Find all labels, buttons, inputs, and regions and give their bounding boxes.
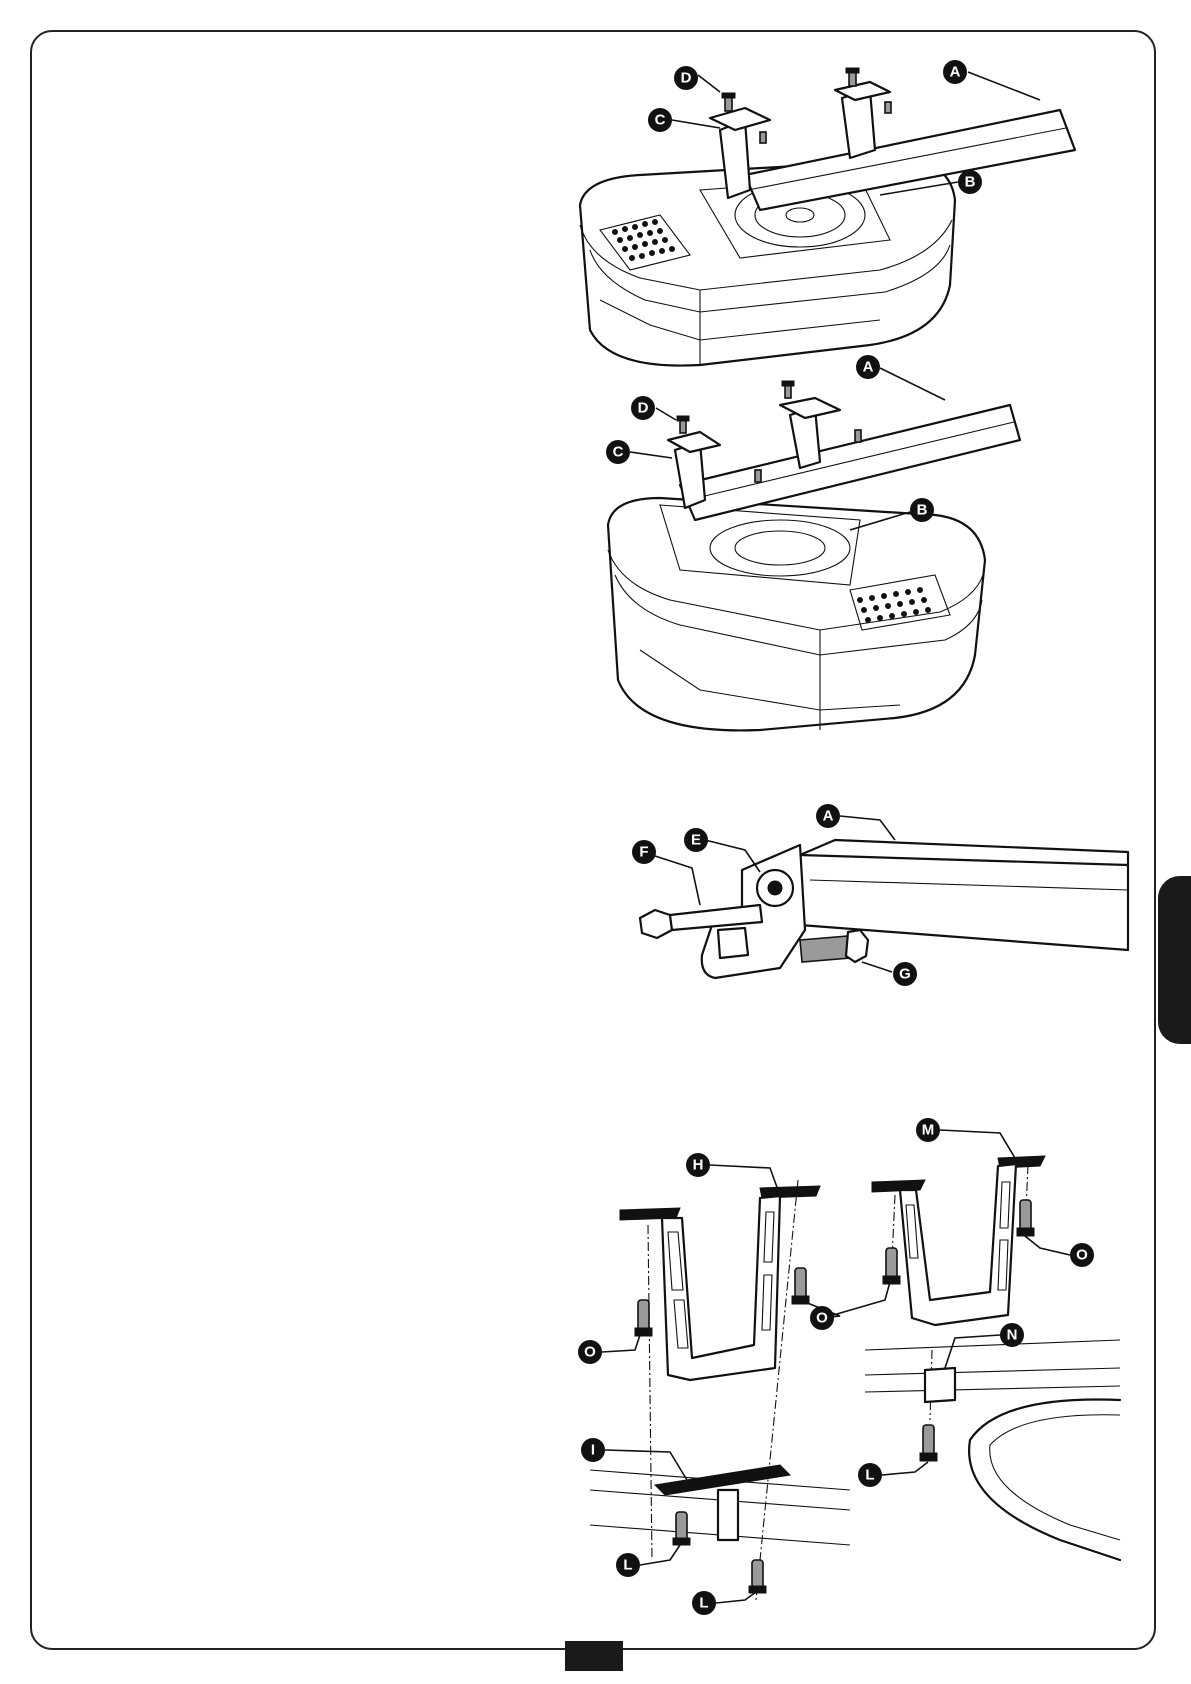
svg-text:N: N (1007, 1327, 1018, 1344)
svg-text:O: O (584, 1344, 596, 1361)
svg-text:M: M (922, 1122, 935, 1139)
label-o-1: O (578, 1340, 602, 1364)
label-l-2: L (692, 1591, 716, 1615)
label-h: H (686, 1153, 710, 1177)
label-i: I (581, 1438, 605, 1462)
svg-text:O: O (1076, 1247, 1088, 1264)
label-o-3: O (1070, 1243, 1094, 1267)
svg-text:L: L (865, 1467, 874, 1484)
svg-text:L: L (623, 1557, 632, 1574)
svg-text:I: I (591, 1442, 595, 1459)
label-o-2: O (810, 1306, 834, 1330)
svg-text:O: O (816, 1310, 828, 1327)
label-l-1: L (616, 1553, 640, 1577)
label-l-3: L (858, 1463, 882, 1487)
label-n: N (1000, 1323, 1024, 1347)
svg-text:L: L (699, 1595, 708, 1612)
label-m: M (916, 1118, 940, 1142)
svg-text:H: H (693, 1157, 704, 1174)
